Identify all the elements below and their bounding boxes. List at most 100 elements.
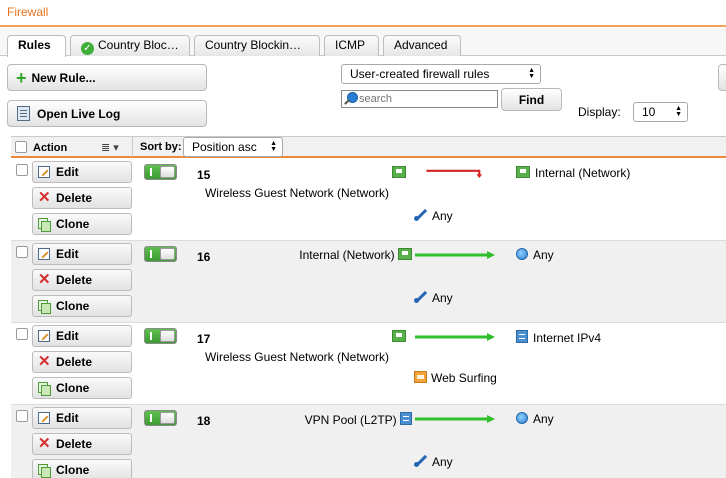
source-network-icon — [392, 166, 406, 178]
tab-label: Country Blockin… — [205, 38, 302, 52]
service-any-icon — [414, 207, 428, 221]
rule-enabled-toggle[interactable] — [144, 164, 177, 180]
allow-arrow-icon — [415, 415, 495, 423]
rule-destination[interactable]: Any — [516, 248, 554, 262]
new-rule-button[interactable]: +New Rule... — [7, 64, 207, 91]
rule-service-label: Any — [432, 291, 453, 305]
rule-service-label: Any — [432, 209, 453, 223]
new-rule-label: New Rule... — [31, 70, 96, 85]
clone-label: Clone — [56, 217, 90, 231]
rule-source-label: Internal (Network) — [299, 248, 395, 262]
rule-service-label: Web Surfing — [431, 371, 497, 385]
rule-position: 15 — [197, 168, 211, 182]
display-count-select[interactable]: 10 ▲▼ — [633, 102, 688, 122]
tab-bar: Rules ✓Country Bloc… Country Blockin… IC… — [0, 28, 726, 57]
delete-button[interactable]: ✕Delete — [32, 351, 132, 373]
rule-enabled-toggle[interactable] — [144, 410, 177, 426]
row-checkbox[interactable] — [16, 164, 28, 176]
rule-enabled-toggle[interactable] — [144, 328, 177, 344]
rule-position: 17 — [197, 332, 211, 346]
clone-icon — [38, 382, 51, 396]
rule-destination[interactable]: Any — [516, 412, 554, 426]
clone-button[interactable]: Clone — [32, 213, 132, 235]
edit-button[interactable]: Edit — [32, 407, 132, 429]
display-label: Display: — [578, 105, 621, 119]
sort-select[interactable]: Position asc ▲▼ — [183, 137, 283, 157]
sort-by-label: Sort by: — [140, 141, 182, 153]
clone-icon — [38, 464, 51, 478]
search-input[interactable] — [359, 93, 489, 105]
rule-source[interactable]: Wireless Guest Network (Network) — [204, 186, 389, 200]
tab-label: ICMP — [335, 38, 365, 52]
tab-country-blocking[interactable]: Country Blockin… — [194, 35, 320, 56]
allow-arrow-icon — [415, 251, 495, 259]
delete-x-icon: ✕ — [38, 271, 51, 288]
clone-label: Clone — [56, 463, 90, 477]
delete-button[interactable]: ✕Delete — [32, 433, 132, 455]
source-network-icon — [392, 330, 406, 342]
rule-source[interactable]: VPN Pool (L2TP) — [305, 412, 412, 427]
rule-service[interactable]: Any — [414, 207, 453, 223]
open-live-log-button[interactable]: Open Live Log — [7, 100, 207, 127]
tab-icmp[interactable]: ICMP — [324, 35, 379, 56]
tab-rules[interactable]: Rules — [7, 35, 66, 57]
rule-destination[interactable]: Internal (Network) — [516, 166, 630, 180]
rule-service[interactable]: Web Surfing — [414, 371, 497, 385]
rule-service[interactable]: Any — [414, 453, 453, 469]
toolbar-button-offscreen[interactable] — [718, 64, 726, 91]
search-icon — [344, 92, 358, 106]
rule-destination-label: Internal (Network) — [535, 166, 631, 180]
rule-service[interactable]: Any — [414, 289, 453, 305]
row-checkbox[interactable] — [16, 410, 28, 422]
tab-advanced[interactable]: Advanced — [383, 35, 461, 56]
rule-source[interactable]: Internal (Network) — [299, 248, 412, 262]
destination-network-icon — [516, 166, 530, 178]
log-icon — [17, 106, 30, 121]
row-checkbox[interactable] — [16, 246, 28, 258]
delete-label: Delete — [56, 191, 93, 205]
source-network-icon — [398, 248, 412, 260]
select-all-checkbox[interactable] — [15, 141, 27, 153]
delete-button[interactable]: ✕Delete — [32, 187, 132, 209]
toggle-on-mark — [150, 332, 152, 340]
source-server-icon — [400, 412, 412, 425]
edit-icon — [38, 412, 50, 424]
find-button[interactable]: Find — [501, 88, 562, 111]
clone-button[interactable]: Clone — [32, 295, 132, 317]
destination-globe-icon — [516, 248, 528, 260]
clone-button[interactable]: Clone — [32, 377, 132, 399]
rule-position: 16 — [197, 250, 211, 264]
edit-label: Edit — [56, 247, 79, 261]
column-menu-icon[interactable]: ≣ ▾ — [101, 142, 119, 154]
tab-label: Rules — [18, 38, 51, 52]
search-box[interactable] — [341, 90, 498, 108]
edit-label: Edit — [56, 411, 79, 425]
rule-source[interactable]: Wireless Guest Network (Network) — [204, 350, 389, 364]
tab-country-blocking-exceptions[interactable]: ✓Country Bloc… — [70, 35, 190, 56]
edit-icon — [38, 330, 50, 342]
clone-icon — [38, 218, 51, 232]
edit-button[interactable]: Edit — [32, 243, 132, 265]
delete-label: Delete — [56, 437, 93, 451]
clone-label: Clone — [56, 381, 90, 395]
tab-label: Advanced — [394, 38, 448, 52]
rule-filter-select[interactable]: User-created firewall rules ▲▼ — [341, 64, 541, 84]
delete-label: Delete — [56, 355, 93, 369]
edit-button[interactable]: Edit — [32, 325, 132, 347]
service-any-icon — [414, 453, 428, 467]
rule-enabled-toggle[interactable] — [144, 246, 177, 262]
rule-destination-label: Internet IPv4 — [533, 331, 602, 345]
rule-destination[interactable]: Internet IPv4 — [516, 330, 601, 345]
delete-button[interactable]: ✕Delete — [32, 269, 132, 291]
clone-button[interactable]: Clone — [32, 459, 132, 478]
action-column-header: Action — [33, 142, 68, 154]
drop-arrow-icon — [426, 169, 483, 178]
open-live-log-label: Open Live Log — [37, 106, 121, 121]
row-checkbox[interactable] — [16, 328, 28, 340]
rule-destination-label: Any — [533, 412, 554, 426]
edit-button[interactable]: Edit — [32, 161, 132, 183]
